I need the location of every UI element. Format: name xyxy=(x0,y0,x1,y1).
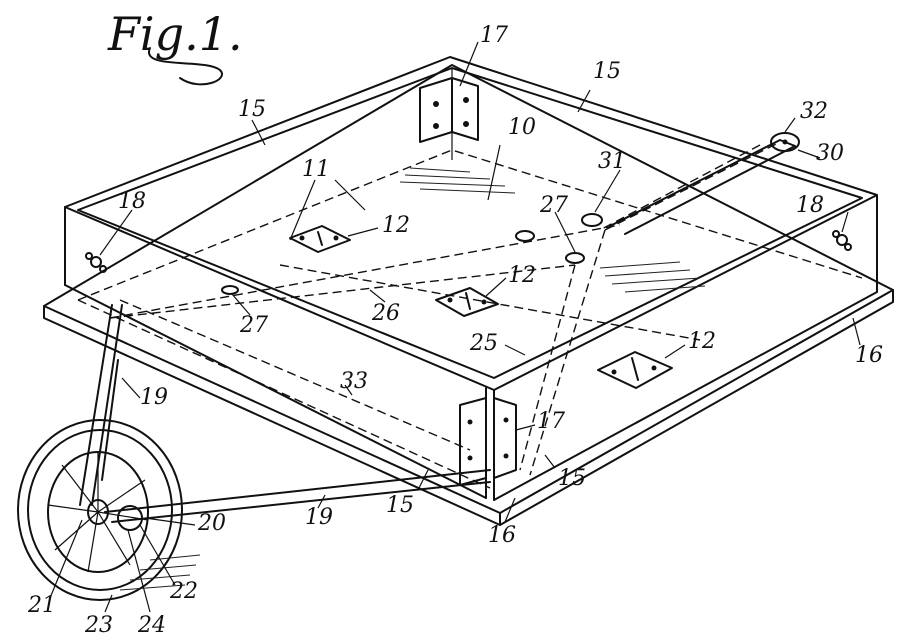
label-27-left: 27 xyxy=(239,313,268,338)
label-16-right: 16 xyxy=(855,343,883,368)
hinge-17-top xyxy=(420,78,478,142)
floor-shading xyxy=(400,168,705,292)
label-33: 33 xyxy=(340,369,368,394)
label-26: 26 xyxy=(371,301,400,326)
wheel xyxy=(18,420,200,600)
label-31: 31 xyxy=(598,149,626,174)
label-23: 23 xyxy=(84,613,113,638)
label-18-right: 18 xyxy=(796,193,824,218)
label-20: 20 xyxy=(197,511,226,536)
figure-title: Fig.1. xyxy=(107,7,243,61)
label-27-right: 27 xyxy=(539,193,568,218)
label-15-front-right: 15 xyxy=(558,466,586,491)
wheel-frame xyxy=(80,305,490,522)
label-17-top: 17 xyxy=(480,23,508,48)
label-21: 21 xyxy=(27,593,56,618)
hidden-lines xyxy=(78,142,862,488)
label-15-front-left: 15 xyxy=(386,493,414,518)
thumb-screw-18-right xyxy=(833,231,851,250)
label-12-right: 12 xyxy=(688,329,716,354)
label-18-left: 18 xyxy=(118,189,146,214)
label-12-left: 12 xyxy=(382,213,410,238)
label-10: 10 xyxy=(508,115,536,140)
label-17-front: 17 xyxy=(537,409,565,434)
label-22: 22 xyxy=(169,579,198,604)
label-16-front: 16 xyxy=(488,523,516,548)
hinge-12-left xyxy=(290,226,350,252)
box-walls xyxy=(65,57,877,500)
label-19-lower: 19 xyxy=(305,505,333,530)
label-25: 25 xyxy=(469,331,498,356)
label-24: 24 xyxy=(137,613,166,638)
label-30: 30 xyxy=(816,141,844,166)
studs xyxy=(222,214,602,294)
label-15-top-right: 15 xyxy=(593,59,621,84)
thumb-screw-18-left xyxy=(86,253,106,272)
label-12-center: 12 xyxy=(508,263,536,288)
label-15-top-left: 15 xyxy=(238,97,266,122)
hinge-12-right xyxy=(598,352,672,388)
label-11: 11 xyxy=(302,157,330,182)
label-32: 32 xyxy=(800,99,828,124)
label-19-upper: 19 xyxy=(140,385,168,410)
